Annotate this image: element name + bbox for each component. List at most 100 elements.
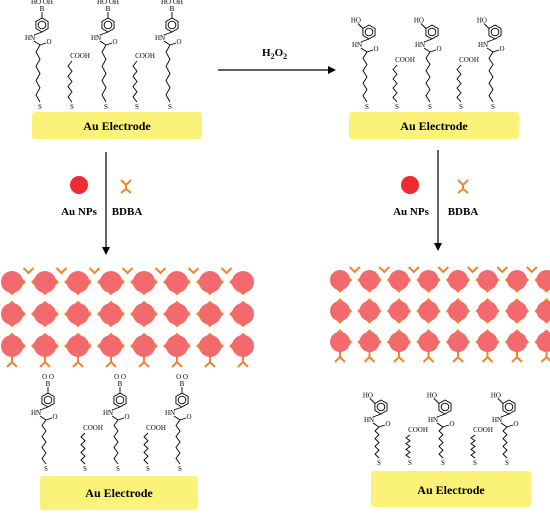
carbonyl-label: O bbox=[52, 413, 57, 421]
electrode-top-right: Au Electrode bbox=[349, 112, 519, 139]
alkyl-chain bbox=[67, 60, 73, 103]
gold-nanoparticle bbox=[389, 270, 409, 290]
boron-label: B bbox=[180, 380, 185, 388]
gold-nanoparticle bbox=[1, 335, 23, 357]
bdba-linker bbox=[408, 266, 420, 274]
alkyl-chain bbox=[101, 44, 107, 103]
bdba-linker bbox=[187, 267, 200, 275]
carboxyl-label: COOH bbox=[70, 52, 90, 60]
amide-label: HN bbox=[103, 409, 113, 417]
gold-nanoparticle bbox=[330, 301, 350, 321]
carbonyl-label: O bbox=[124, 413, 129, 421]
gold-nanoparticle bbox=[199, 271, 221, 293]
gold-nanoparticle bbox=[199, 303, 221, 325]
gold-nanoparticle bbox=[67, 303, 89, 325]
alkyl-chain bbox=[80, 432, 86, 465]
amide-label: HN bbox=[492, 416, 502, 424]
bdba-linker bbox=[467, 266, 479, 274]
gold-nanoparticle bbox=[34, 303, 56, 325]
gold-nanoparticle bbox=[232, 271, 254, 293]
thiol-label: S bbox=[168, 103, 172, 111]
alkyl-chain bbox=[405, 434, 411, 459]
gold-nanoparticle bbox=[100, 335, 122, 357]
thiol-label: S bbox=[505, 459, 509, 467]
bdba-linker bbox=[55, 267, 68, 275]
gold-nanoparticle bbox=[536, 270, 550, 290]
nanoparticle-label: Au NPs bbox=[393, 206, 429, 218]
reagent-label: H2O2 bbox=[262, 47, 287, 61]
amide-label: HN bbox=[352, 41, 362, 49]
nanoparticle-icon bbox=[401, 176, 419, 194]
gold-nanoparticle bbox=[507, 332, 527, 352]
carboxyl-label: COOH bbox=[408, 426, 428, 434]
phenol-label: HO bbox=[477, 17, 487, 25]
thiol-label: S bbox=[116, 465, 120, 473]
thiol-label: S bbox=[178, 465, 182, 473]
electrode-label: Au Electrode bbox=[417, 483, 485, 497]
phenol-label: HO bbox=[414, 17, 424, 25]
carbonyl-label: O bbox=[385, 420, 390, 428]
gold-nanoparticle bbox=[166, 303, 188, 325]
boronate-oxygen-label: O O bbox=[176, 373, 188, 381]
gold-nanoparticle bbox=[477, 301, 498, 321]
legend-left: Au NPs BDBA bbox=[61, 176, 142, 218]
alkyl-chain bbox=[488, 51, 494, 103]
electrode-label: Au Electrode bbox=[400, 119, 468, 133]
arrow-down-right bbox=[434, 150, 442, 251]
boron-label: B bbox=[106, 5, 111, 13]
carboxy-thiol: COOH S bbox=[470, 426, 493, 467]
gold-nanoparticle bbox=[448, 270, 468, 290]
amide-label: HN bbox=[155, 34, 165, 42]
hydroxyl-label: HO OH bbox=[31, 0, 53, 6]
amide-label: HN bbox=[415, 41, 425, 49]
thiol-label: S bbox=[441, 459, 445, 467]
gold-nanoparticle bbox=[232, 335, 254, 357]
alkyl-chain bbox=[456, 64, 462, 103]
alkyl-chain bbox=[438, 426, 444, 459]
thiol-label: S bbox=[395, 103, 399, 111]
alkyl-chain bbox=[41, 419, 47, 465]
electrode-bottom-left: Au Electrode bbox=[40, 476, 198, 510]
carboxyl-label: COOH bbox=[135, 52, 155, 60]
thiol-label: S bbox=[70, 103, 74, 111]
amide-label: HN bbox=[428, 416, 438, 424]
arrow-down-left bbox=[102, 152, 110, 255]
bdba-linker bbox=[526, 266, 538, 274]
carbonyl-label: O bbox=[186, 413, 191, 421]
gold-nanoparticle bbox=[133, 335, 155, 357]
boronate-oxygen-label: O O bbox=[42, 373, 54, 381]
thiol-label: S bbox=[104, 103, 108, 111]
legend-right: Au NPs BDBA bbox=[393, 176, 478, 218]
thiol-label: S bbox=[365, 103, 369, 111]
thiol-label: S bbox=[491, 103, 495, 111]
linker-icon bbox=[457, 179, 469, 194]
alkyl-chain bbox=[502, 426, 508, 459]
alkyl-chain bbox=[35, 44, 41, 103]
thiol-label: S bbox=[473, 459, 477, 467]
bdba-linker bbox=[22, 267, 35, 275]
electrode-label: Au Electrode bbox=[85, 486, 153, 500]
alkyl-chain bbox=[374, 426, 380, 459]
gold-nanoparticle bbox=[477, 332, 498, 352]
alkyl-chain bbox=[392, 64, 398, 103]
carboxyl-label: COOH bbox=[83, 424, 103, 432]
gold-nanoparticle bbox=[448, 301, 468, 321]
aunp-network-right bbox=[330, 266, 550, 363]
phenol-label: HO bbox=[427, 392, 437, 400]
gold-nanoparticle bbox=[133, 271, 155, 293]
carboxyl-label: COOH bbox=[473, 426, 493, 434]
gold-nanoparticle bbox=[232, 303, 254, 325]
amide-label: HN bbox=[91, 34, 101, 42]
carboxyl-label: COOH bbox=[146, 424, 166, 432]
boron-label: B bbox=[40, 5, 45, 13]
